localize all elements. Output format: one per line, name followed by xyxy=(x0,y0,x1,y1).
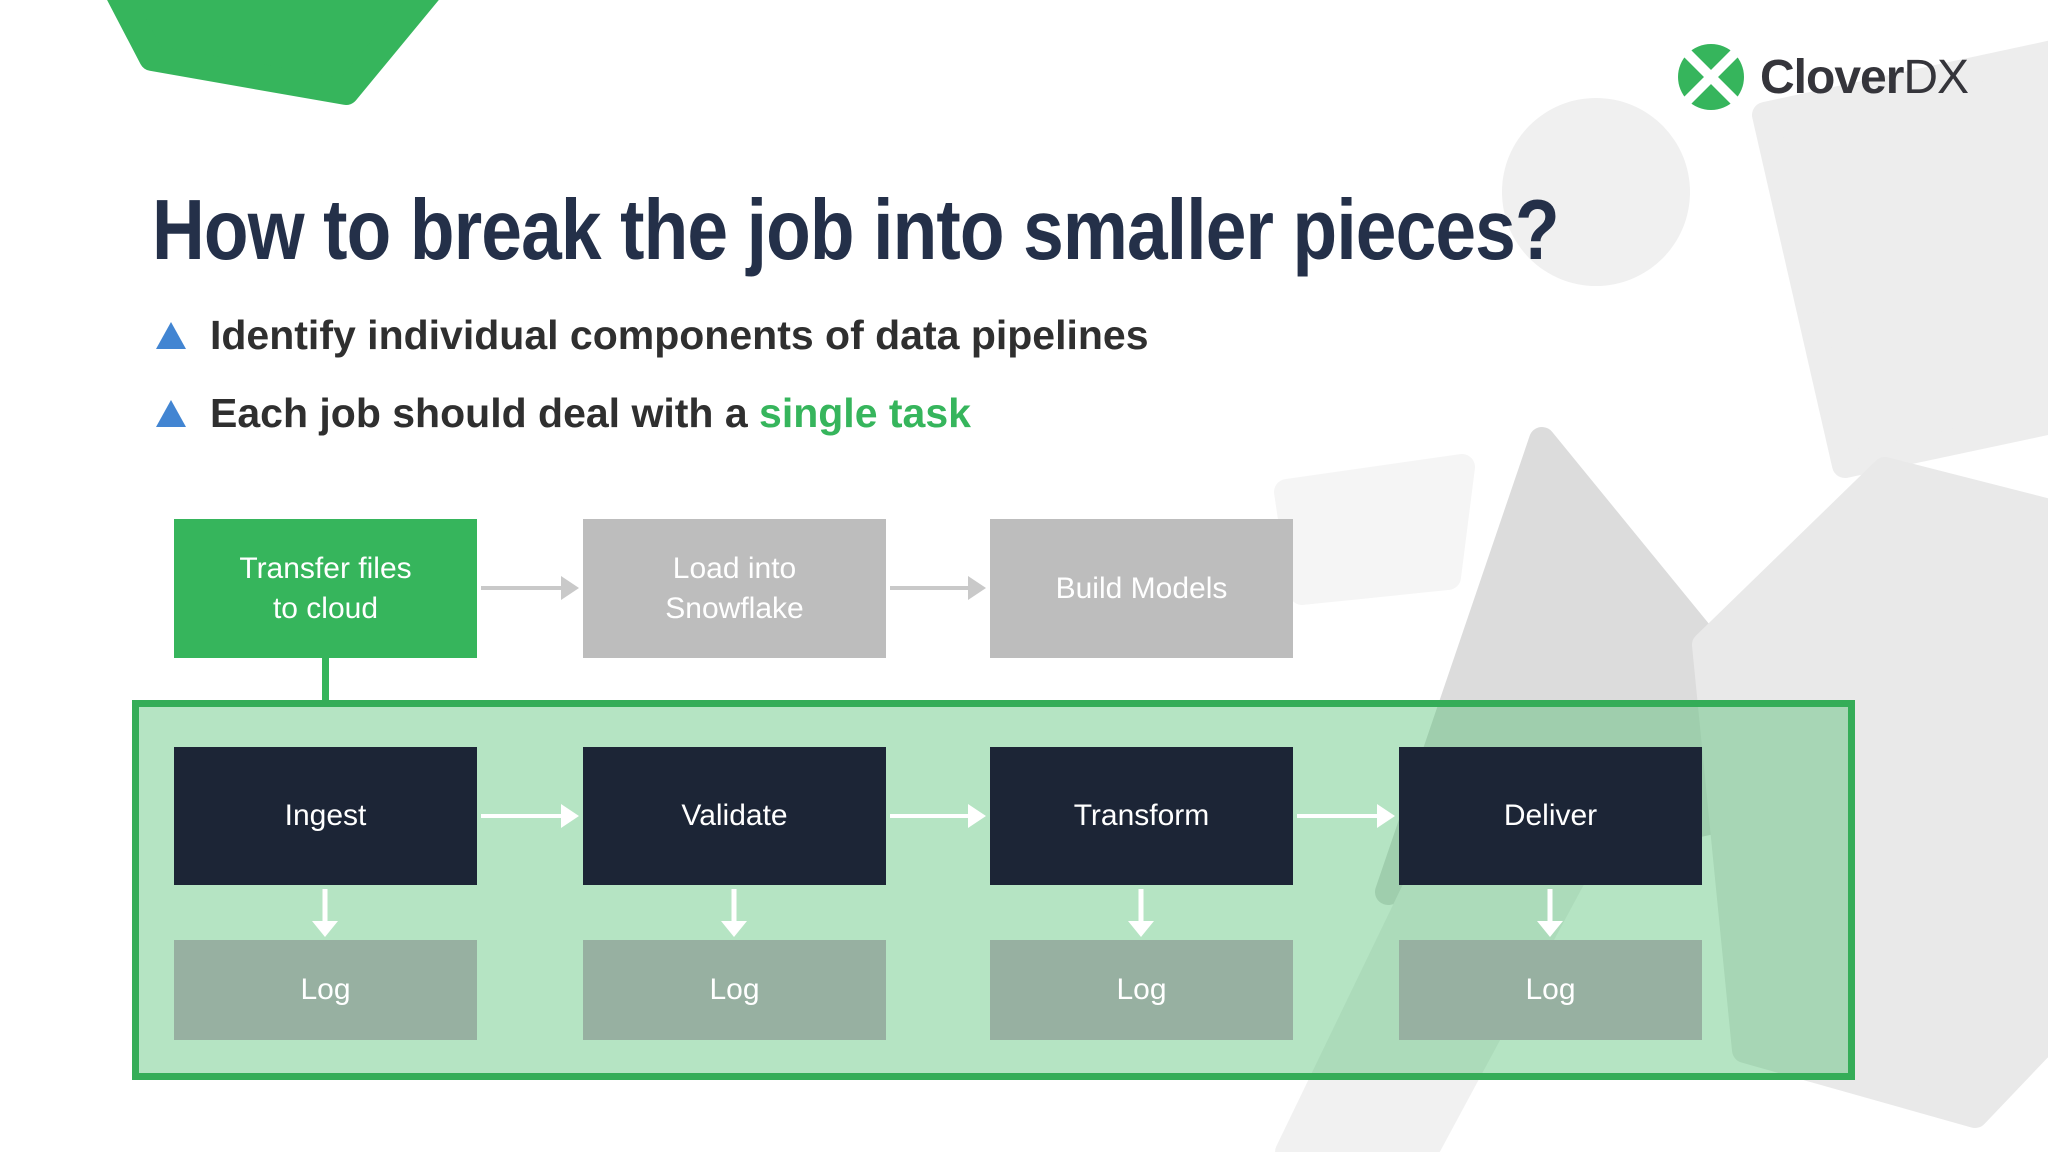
cloverdx-logo: CloverDX xyxy=(1676,42,1969,112)
subjob-step-ingest: Ingest xyxy=(174,747,477,885)
subjob-step-label: Transform xyxy=(1073,799,1210,832)
bullet-text-main: Each job should deal with a xyxy=(210,389,760,436)
deco-hexagon-right-shape xyxy=(1692,457,2048,1128)
green-corner-shape xyxy=(107,0,439,105)
logo-text-light: DX xyxy=(1903,50,1969,104)
deco-circle-shape xyxy=(1502,98,1690,286)
subjob-arrow-right-icon xyxy=(1297,804,1395,828)
log-box: Log xyxy=(990,940,1293,1040)
log-label: Log xyxy=(1116,973,1167,1006)
bullet-text-main: Identify individual components of data p… xyxy=(210,311,1149,358)
logo-text-bold: Clover xyxy=(1760,50,1904,104)
subjob-step-validate: Validate xyxy=(583,747,886,885)
pipeline-step-load-snowflake: Load into Snowflake xyxy=(583,519,886,658)
bullet-text: Each job should deal with a single task xyxy=(210,390,971,437)
log-box: Log xyxy=(174,940,477,1040)
subjob-arrow-right-icon xyxy=(481,804,579,828)
log-label: Log xyxy=(709,973,760,1006)
connector-line xyxy=(322,658,329,707)
log-label: Log xyxy=(1525,973,1576,1006)
pipeline-step-label: Load into Snowflake xyxy=(665,551,804,625)
bullet-list: Identify individual components of data p… xyxy=(156,308,1149,464)
logo-text: CloverDX xyxy=(1760,50,1969,105)
flow-arrow-right-icon xyxy=(481,576,579,600)
bullet-item: Each job should deal with a single task xyxy=(156,386,1149,440)
subjob-step-transform: Transform xyxy=(990,747,1293,885)
deco-small-quad-shape xyxy=(1274,454,1475,605)
deco-hexagon-top-right-shape xyxy=(1752,40,2048,478)
log-box: Log xyxy=(583,940,886,1040)
pipeline-step-label: Transfer files to cloud xyxy=(239,551,412,625)
log-box: Log xyxy=(1399,940,1702,1040)
pipeline-step-build-models: Build Models xyxy=(990,519,1293,658)
pipeline-step-transfer-files: Transfer files to cloud xyxy=(174,519,477,658)
log-arrow-down-icon xyxy=(720,889,748,937)
log-label: Log xyxy=(300,973,351,1006)
log-arrow-down-icon xyxy=(311,889,339,937)
subjob-step-deliver: Deliver xyxy=(1399,747,1702,885)
log-arrow-down-icon xyxy=(1127,889,1155,937)
pipeline-step-label: Build Models xyxy=(1055,571,1228,605)
bullet-triangle-icon xyxy=(156,399,186,427)
subjob-step-label: Validate xyxy=(681,799,788,832)
bullet-item: Identify individual components of data p… xyxy=(156,308,1149,362)
flow-arrow-right-icon xyxy=(890,576,986,600)
clover-icon xyxy=(1678,44,1744,110)
subjob-arrow-right-icon xyxy=(890,804,986,828)
bullet-text: Identify individual components of data p… xyxy=(210,312,1149,359)
log-arrow-down-icon xyxy=(1536,889,1564,937)
bullet-triangle-icon xyxy=(156,321,186,349)
subjob-step-label: Deliver xyxy=(1503,799,1598,832)
bullet-highlight: single task xyxy=(759,389,971,436)
subjob-step-label: Ingest xyxy=(284,799,367,832)
page-title: How to break the job into smaller pieces… xyxy=(152,183,1560,278)
